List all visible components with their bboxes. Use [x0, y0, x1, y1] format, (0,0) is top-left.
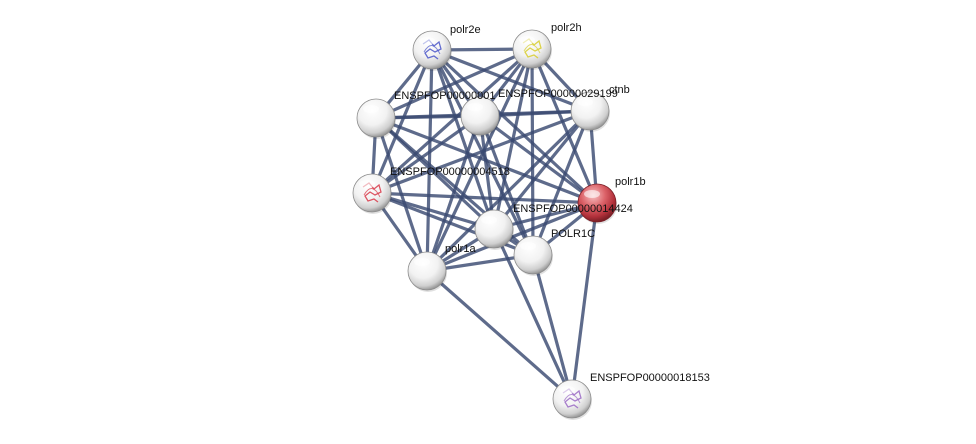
- node-polr1c[interactable]: [513, 235, 553, 276]
- edge-polr2h-enspfop_004518: [370, 47, 534, 195]
- node-polr1b[interactable]: [577, 183, 617, 224]
- edge-polr2h-polr1a: [425, 47, 534, 273]
- edge-polr2e-polr1a: [425, 48, 434, 273]
- edge-polr2e-enspfop_004518: [370, 48, 434, 195]
- edge-enspfop_029199-polr1a: [425, 114, 482, 273]
- node-highlight: [414, 258, 430, 266]
- node-label-ctnnb: ctnb: [609, 84, 630, 96]
- protein-structure-icon: [523, 44, 541, 54]
- node-sphere[interactable]: [407, 251, 447, 291]
- node-polr1a[interactable]: [407, 251, 447, 292]
- node-enspfop_001[interactable]: [356, 98, 396, 139]
- node-sphere[interactable]: [460, 96, 500, 136]
- node-sphere[interactable]: [474, 209, 514, 249]
- node-enspfop_014424[interactable]: [474, 209, 514, 250]
- edge-ctnnb-polr1c: [531, 109, 592, 257]
- node-enspfop_004518[interactable]: [352, 173, 392, 214]
- node-label-enspfop_029199: ENSPFOP00000029199: [498, 88, 618, 100]
- edge-polr2h-polr1b: [530, 47, 599, 205]
- node-sphere[interactable]: [513, 235, 553, 275]
- edge-enspfop_004518-polr1c: [370, 191, 535, 257]
- node-highlight: [419, 37, 435, 45]
- node-highlight: [363, 105, 379, 113]
- protein-structure-icon: [563, 394, 581, 404]
- edge-polr2h-polr1c: [530, 47, 535, 257]
- node-polr2e[interactable]: [412, 30, 452, 71]
- edge-polr2e-ctnnb: [430, 48, 592, 113]
- edge-ctnnb-polr1a: [425, 109, 592, 273]
- node-enspfop_018153[interactable]: [552, 379, 592, 420]
- node-highlight: [577, 98, 593, 106]
- protein-structure-icon: [562, 388, 582, 409]
- node-label-polr1a: polr1a: [445, 243, 476, 255]
- edge-enspfop_004518-polr1b: [370, 191, 599, 205]
- edge-polr1b-polr1a: [425, 201, 599, 273]
- edge-ctnnb-enspfop_014424: [492, 109, 592, 231]
- node-highlight: [481, 216, 497, 224]
- node-sphere[interactable]: [356, 98, 396, 138]
- node-label-polr1c: POLR1C: [551, 228, 595, 240]
- node-label-polr2h: polr2h: [551, 22, 582, 34]
- node-highlight: [520, 242, 536, 250]
- protein-structure-icon: [423, 45, 441, 55]
- node-label-enspfop_001: ENSPFOP00000001: [394, 90, 496, 102]
- node-highlight: [559, 386, 575, 394]
- node-highlight: [359, 180, 375, 188]
- edge-polr1b-enspfop_018153: [570, 201, 599, 401]
- node-ctnnb[interactable]: [570, 91, 610, 132]
- node-highlight: [519, 36, 535, 44]
- protein-structure-icon: [363, 188, 381, 198]
- node-label-polr2e: polr2e: [450, 24, 481, 36]
- edge-polr1c-enspfop_018153: [531, 253, 574, 401]
- node-highlight: [584, 190, 600, 198]
- protein-structure-icon: [422, 39, 442, 60]
- protein-structure-icon: [522, 38, 542, 59]
- edge-enspfop_029199-enspfop_004518: [370, 114, 482, 195]
- edge-polr1a-enspfop_018153: [425, 269, 574, 401]
- node-highlight: [467, 103, 483, 111]
- node-enspfop_029199[interactable]: [460, 96, 500, 137]
- node-polr2h[interactable]: [512, 29, 552, 70]
- edge-ctnnb-enspfop_004518: [370, 109, 592, 195]
- node-label-enspfop_004518: ENSPFOP00000004518: [390, 166, 510, 178]
- node-label-enspfop_018153: ENSPFOP00000018153: [590, 372, 710, 384]
- nodes-layer: [352, 29, 617, 420]
- edge-enspfop_004518-enspfop_014424: [370, 191, 496, 231]
- node-label-polr1b: polr1b: [615, 176, 646, 188]
- edge-polr2h-enspfop_001: [374, 47, 534, 120]
- protein-structure-icon: [362, 182, 382, 203]
- node-label-enspfop_014424: ENSPFOP00000014424: [513, 203, 633, 215]
